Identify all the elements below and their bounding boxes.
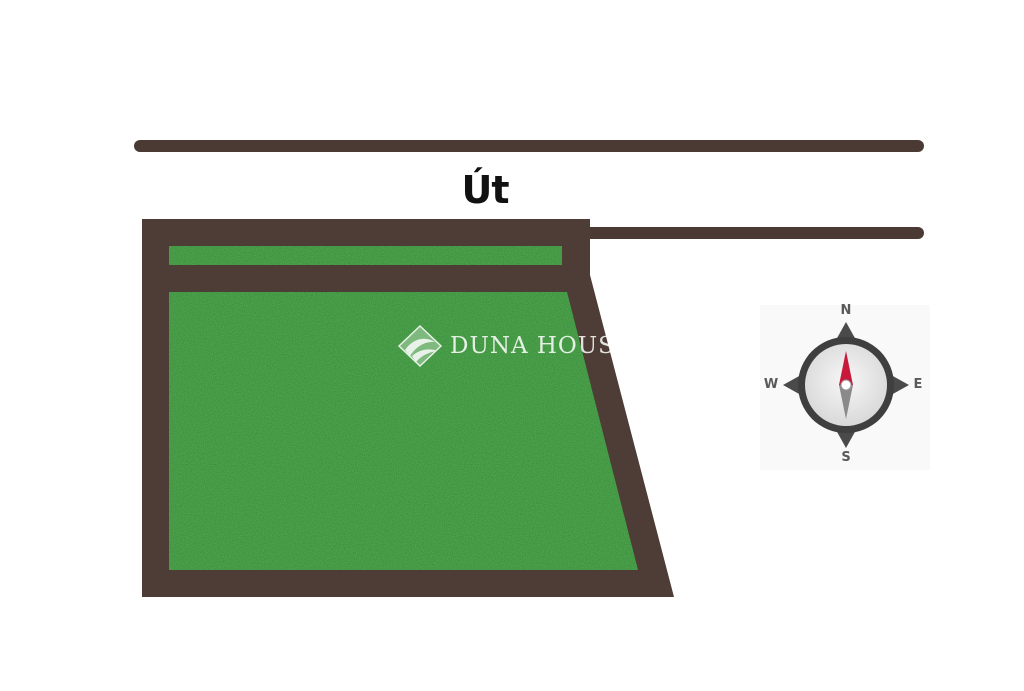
watermark-registered-mark: ® xyxy=(633,330,642,339)
compass-label-north: N xyxy=(840,303,852,318)
compass-needle-south xyxy=(839,385,853,419)
duna-house-logo-icon xyxy=(397,324,443,368)
road-label: Út xyxy=(461,168,509,212)
watermark: DUNA HOUSE ® xyxy=(444,324,642,368)
plot-front-strip xyxy=(169,246,562,265)
compass-rose-icon xyxy=(760,305,930,470)
compass-label-east: E xyxy=(913,377,923,392)
plot-main-area xyxy=(169,292,638,570)
watermark-brand: DUNA HOUSE xyxy=(450,333,633,359)
compass-label-south: S xyxy=(841,450,851,465)
compass-label-west: W xyxy=(763,377,779,392)
compass-needle-north xyxy=(839,351,853,385)
